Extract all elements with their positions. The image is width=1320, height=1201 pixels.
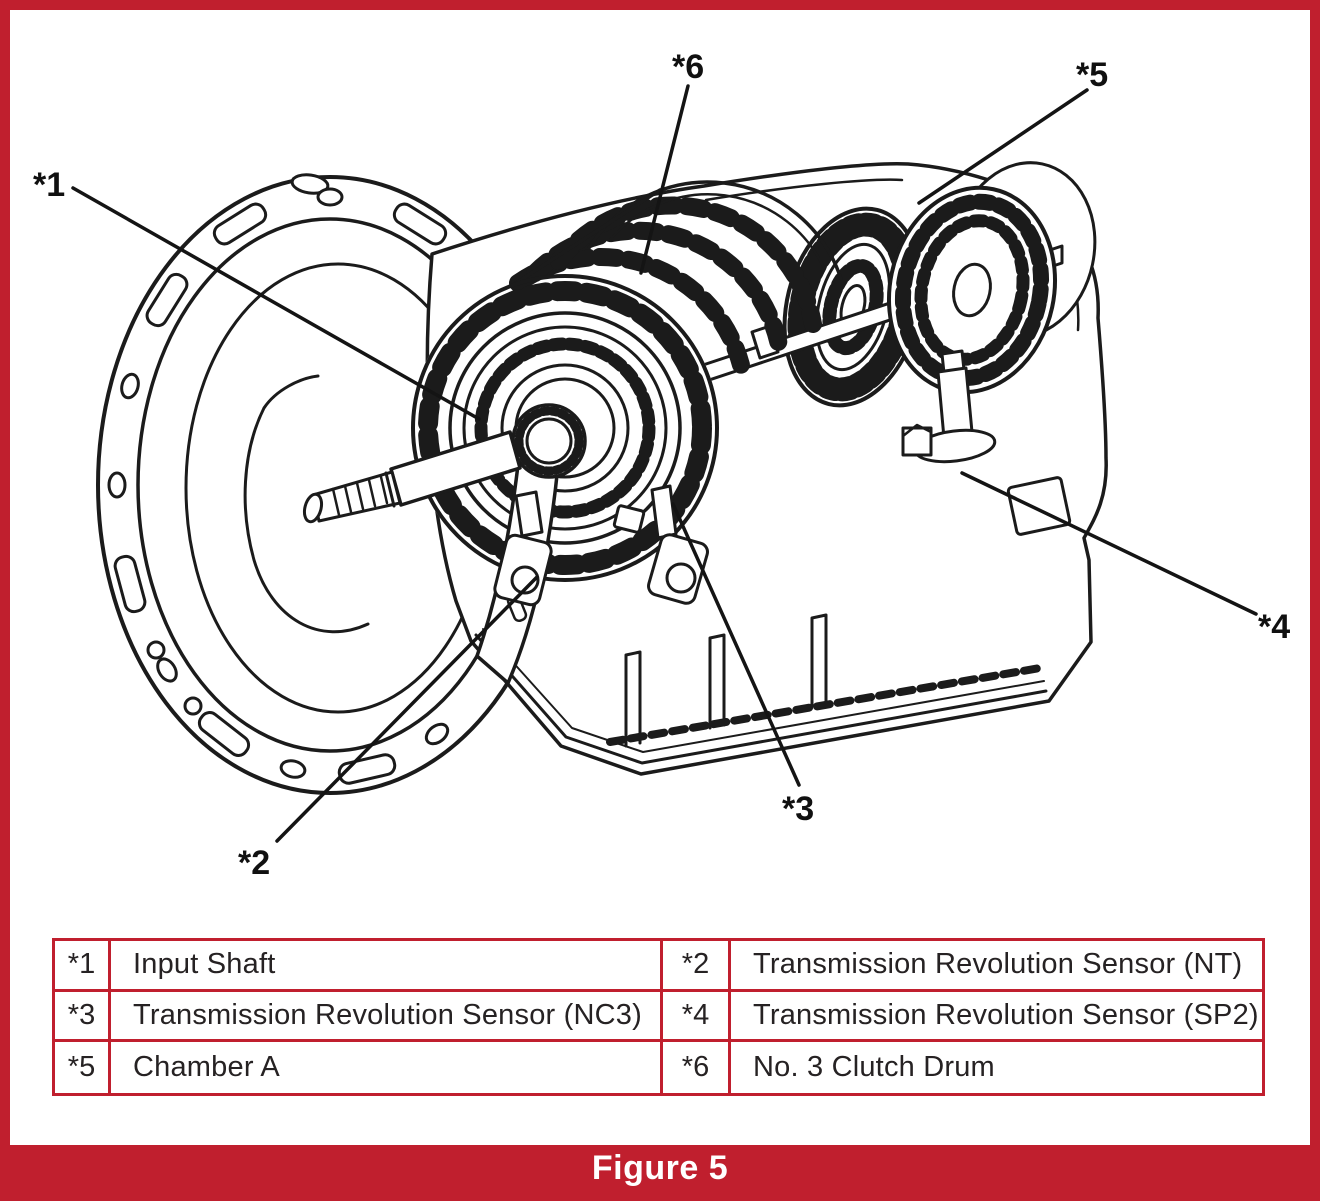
legend-key: *1 [67, 948, 96, 981]
callout-leader-line-2 [275, 575, 539, 843]
legend-key-cell: *2 [663, 941, 731, 992]
legend-value: Chamber A [133, 1051, 280, 1084]
callout-leader-line-3 [671, 502, 801, 787]
legend-key: *6 [681, 1051, 710, 1084]
sensor-nc3 [612, 484, 709, 605]
callout-leader-line-5 [917, 88, 1089, 205]
callout-label-4: *4 [1258, 608, 1290, 646]
figure-caption-bar: Figure 5 [10, 1145, 1310, 1191]
callout-leader-line-4 [960, 471, 1258, 616]
rear-assembly [698, 161, 1097, 464]
oil-pan-flange [474, 633, 1048, 765]
legend-key-cell: *6 [663, 1042, 731, 1093]
legend-key-cell: *5 [55, 1042, 111, 1093]
legend-key: *2 [681, 948, 710, 981]
legend-value-cell: No. 3 Clutch Drum [731, 1042, 1262, 1093]
bell-housing [96, 173, 564, 795]
legend-value-cell: Transmission Revolution Sensor (NC3) [111, 991, 663, 1043]
legend-value-cell: Input Shaft [111, 941, 663, 992]
drum-tooth-ring [418, 281, 712, 575]
legend-key-cell: *3 [55, 991, 111, 1043]
legend-value-cell: Chamber A [111, 1042, 663, 1093]
legend-key: *4 [681, 998, 710, 1031]
callout-label-6: *6 [672, 48, 704, 86]
legend-value: Transmission Revolution Sensor (SP2) [753, 998, 1259, 1031]
legend-value: Transmission Revolution Sensor (NC3) [133, 998, 642, 1031]
legend-table: *1 Input Shaft *2 Transmission Revolutio… [52, 938, 1265, 1096]
transmission-diagram: *1 *2 *3 *4 *5 *6 [33, 48, 1290, 882]
input-shaft [302, 403, 587, 524]
callout-label-1: *1 [33, 166, 65, 204]
shaft-tip [302, 492, 324, 524]
figure-content: *1 *2 *3 *4 *5 *6 *1 Input Shaft *2 Tran… [10, 10, 1310, 1191]
legend-value: Transmission Revolution Sensor (NT) [753, 948, 1243, 981]
figure-caption: Figure 5 [591, 1148, 729, 1187]
oil-pan-bolt-strip [606, 664, 1044, 746]
callout-label-3: *3 [782, 790, 814, 828]
callout-leader-line-1 [71, 186, 481, 421]
legend-key-cell: *4 [663, 991, 731, 1043]
callout-label-2: *2 [238, 844, 270, 882]
legend-value-cell: Transmission Revolution Sensor (NT) [731, 941, 1262, 992]
legend-key-cell: *1 [55, 941, 111, 992]
legend-value: No. 3 Clutch Drum [753, 1051, 995, 1084]
tail-block [1006, 476, 1072, 536]
callouts [71, 84, 1258, 843]
legend-key: *5 [67, 1051, 96, 1084]
legend-value: Input Shaft [133, 948, 276, 981]
housing-top-tab [290, 173, 330, 195]
legend-value-cell: Transmission Revolution Sensor (SP2) [731, 991, 1262, 1043]
callout-leader-line-6 [639, 84, 690, 275]
sensor-sp2 [901, 349, 997, 464]
sensor-nt [493, 490, 553, 607]
callout-label-5: *5 [1076, 56, 1108, 94]
legend-key: *3 [67, 998, 96, 1031]
